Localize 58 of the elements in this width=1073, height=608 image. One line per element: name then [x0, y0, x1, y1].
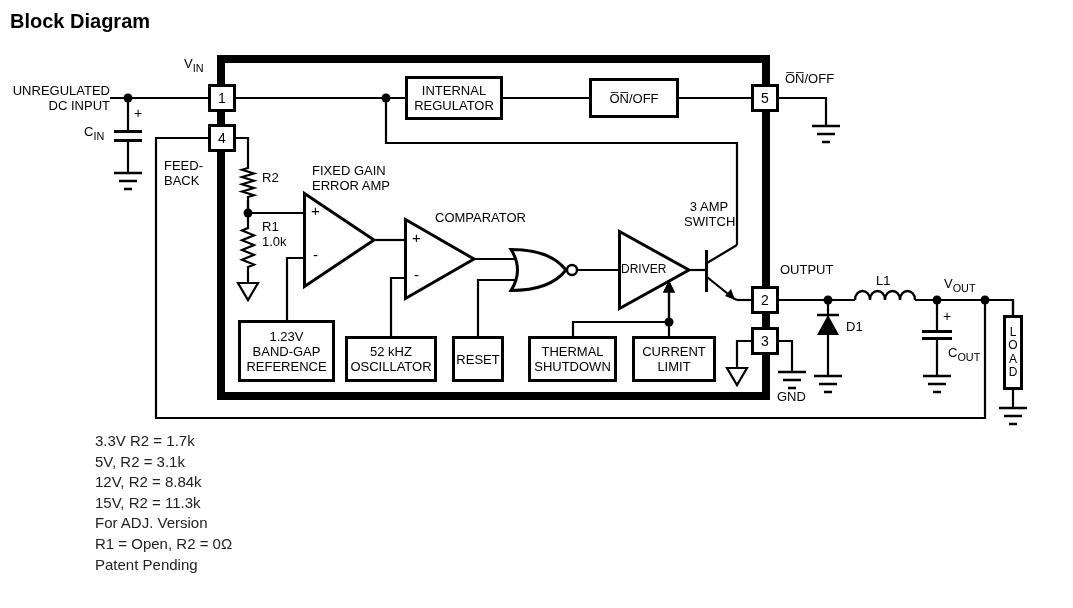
- block-box: 52 kHZ OSCILLATOR: [345, 336, 437, 382]
- input-sign: -: [313, 247, 318, 262]
- component-label: C$_{IN}$: [84, 124, 106, 144]
- wire: [375, 238, 404, 242]
- block-box: O̅N̅/OFF: [589, 78, 679, 118]
- note-text: 12V, R2 = 8.84k: [95, 473, 202, 491]
- component-label: COMPARATOR: [435, 210, 527, 225]
- wire: [578, 268, 618, 272]
- input-sign: -: [414, 267, 419, 282]
- component-label: 3 AMP SWITCH: [684, 199, 734, 229]
- diagram-title: Block Diagram: [10, 10, 151, 33]
- note-text: R1 = Open, R2 = 0Ω: [95, 535, 233, 552]
- pin-box: 5: [751, 84, 779, 112]
- polarity-mark: +: [134, 106, 143, 121]
- pin-label: OUTPUT: [780, 262, 835, 277]
- pin-label: O̅N̅/OFF: [785, 71, 836, 86]
- wire: [737, 298, 751, 302]
- component-label: V$_{OUT}$: [944, 276, 976, 296]
- input-sign: +: [311, 203, 320, 218]
- component-label: D1: [846, 319, 864, 334]
- pin-box: 4: [208, 124, 236, 152]
- pin-box: 2: [751, 286, 779, 314]
- pin-box: 1: [208, 84, 236, 112]
- block-box: RESET: [452, 336, 504, 382]
- pin-label: GND: [777, 389, 807, 404]
- component-label: FIXED GAIN ERROR AMP: [312, 163, 391, 193]
- pin-box: 3: [751, 327, 779, 355]
- wire: [154, 136, 1015, 420]
- component-label: R2: [262, 170, 280, 185]
- block-box: CURRENT LIMIT: [632, 336, 716, 382]
- wire: [679, 96, 751, 100]
- pin-label: V$_{IN}$: [184, 56, 205, 76]
- block-box: THERMAL SHUTDOWN: [528, 336, 617, 382]
- component-label: L1: [876, 273, 892, 288]
- polarity-mark: +: [943, 309, 952, 324]
- input-sign: +: [412, 230, 421, 245]
- note-text: 5V, R2 = 3.1k: [95, 452, 185, 470]
- block-label: DRIVER: [621, 262, 667, 277]
- component-label: C$_{OUT}$: [948, 345, 982, 365]
- note-text: 3.3V R2 = 1.7k: [95, 432, 195, 449]
- wire: [476, 278, 516, 336]
- wire: [503, 96, 589, 100]
- wire: [285, 256, 303, 320]
- input-label: UNREGULATED DC INPUT: [2, 83, 110, 113]
- load-resistor: LOAD: [1003, 315, 1023, 390]
- block-box: 1.23V BAND-GAP REFERENCE: [238, 320, 335, 382]
- block-box: INTERNAL REGULATOR: [405, 76, 503, 120]
- note-text: For ADJ. Version: [95, 514, 208, 532]
- wire: [475, 257, 516, 261]
- wire: [246, 200, 303, 215]
- wire: [236, 136, 250, 165]
- pin-label: FEED- BACK: [164, 158, 204, 188]
- note-text: 15V, R2 = 11.3k: [95, 493, 201, 511]
- arrow: [663, 280, 675, 336]
- wire: [389, 276, 404, 336]
- note-text: Patent Pending: [95, 555, 198, 573]
- component-label: R1 1.0k: [262, 219, 288, 249]
- chip-outline: [217, 55, 770, 400]
